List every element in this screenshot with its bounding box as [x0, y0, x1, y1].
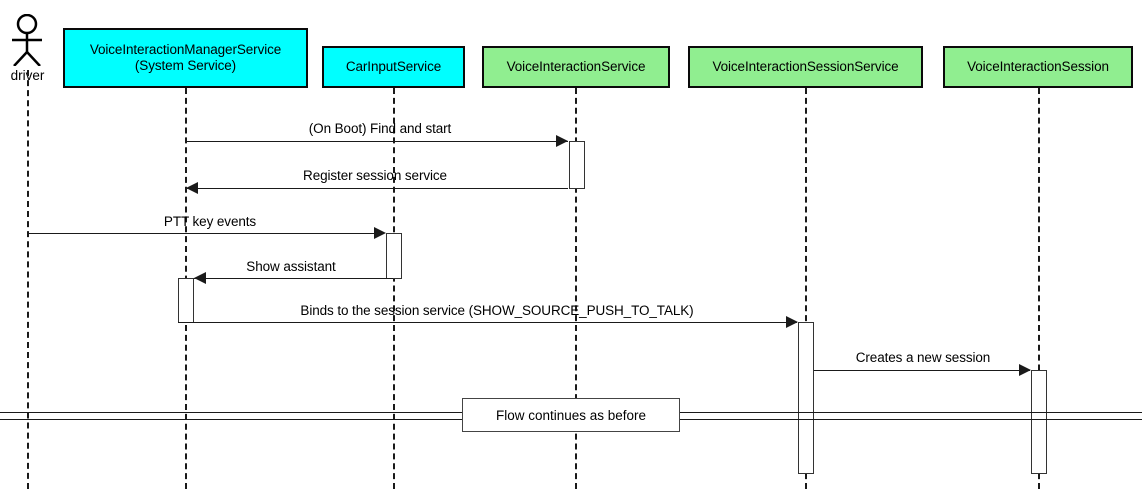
message-line-register-session-service — [186, 188, 568, 189]
message-label-ptt-key-events: PTT key events — [163, 214, 257, 229]
message-line-creates-a-new-session — [814, 370, 1030, 371]
participant-box-voiceinteractionsession[interactable]: VoiceInteractionSession — [943, 46, 1133, 88]
message-label-creates-a-new-session: Creates a new session — [855, 350, 991, 365]
message-arrowhead-binds-to-the-session-service — [786, 316, 798, 328]
message-arrowhead-ptt-key-events — [374, 227, 386, 239]
participant-box-voiceinteractionservice[interactable]: VoiceInteractionService — [482, 46, 670, 88]
participant-label-carinputservice: CarInputService — [345, 59, 442, 74]
participant-label-voiceinteractionsession: VoiceInteractionSession — [967, 59, 1109, 74]
message-arrowhead-on-boot-find-and-start — [556, 135, 568, 147]
message-label-binds-to-the-session-service: Binds to the session service (SHOW_SOURC… — [300, 303, 694, 318]
lifeline-carinputservice — [393, 88, 395, 489]
message-label-on-boot-find-and-start: (On Boot) Find and start — [308, 121, 452, 136]
lifeline-voiceinteractionsessionservice — [805, 88, 807, 489]
participant-label-voiceinteractionservice: VoiceInteractionService — [506, 59, 646, 74]
message-line-binds-to-the-session-service — [178, 322, 797, 323]
lifeline-voiceinteractionsession — [1038, 88, 1040, 489]
lifeline-driver — [27, 70, 29, 489]
participant-label-voiceinteractionmanagerservice: VoiceInteractionManagerService (System S… — [89, 42, 282, 73]
message-arrowhead-register-session-service — [186, 182, 198, 194]
message-line-ptt-key-events — [27, 233, 376, 234]
divider-label-flow-continues: Flow continues as before — [495, 407, 647, 423]
message-arrowhead-show-assistant — [194, 272, 206, 284]
participant-box-voiceinteractionmanagerservice[interactable]: VoiceInteractionManagerService (System S… — [63, 28, 308, 88]
divider-box-flow-continues: Flow continues as before — [462, 398, 680, 432]
participant-box-voiceinteractionsessionservice[interactable]: VoiceInteractionSessionService — [688, 46, 923, 88]
participant-label-voiceinteractionsessionservice: VoiceInteractionSessionService — [712, 59, 899, 74]
activation-bar-voiceinteractionsessionservice — [798, 322, 814, 474]
activation-bar-voiceinteractionmanagerservice — [178, 278, 194, 323]
message-line-on-boot-find-and-start — [186, 141, 568, 142]
message-label-show-assistant: Show assistant — [246, 259, 336, 274]
message-line-show-assistant — [194, 278, 393, 279]
activation-bar-voiceinteractionservice — [569, 141, 585, 189]
lifeline-voiceinteractionservice — [575, 88, 577, 489]
message-label-register-session-service: Register session service — [303, 168, 447, 183]
participant-box-carinputservice[interactable]: CarInputService — [322, 46, 465, 88]
message-arrowhead-creates-a-new-session — [1019, 364, 1031, 376]
activation-bar-carinputservice — [386, 233, 402, 279]
actor-driver-icon — [12, 14, 42, 66]
activation-bar-voiceinteractionsession — [1031, 370, 1047, 474]
